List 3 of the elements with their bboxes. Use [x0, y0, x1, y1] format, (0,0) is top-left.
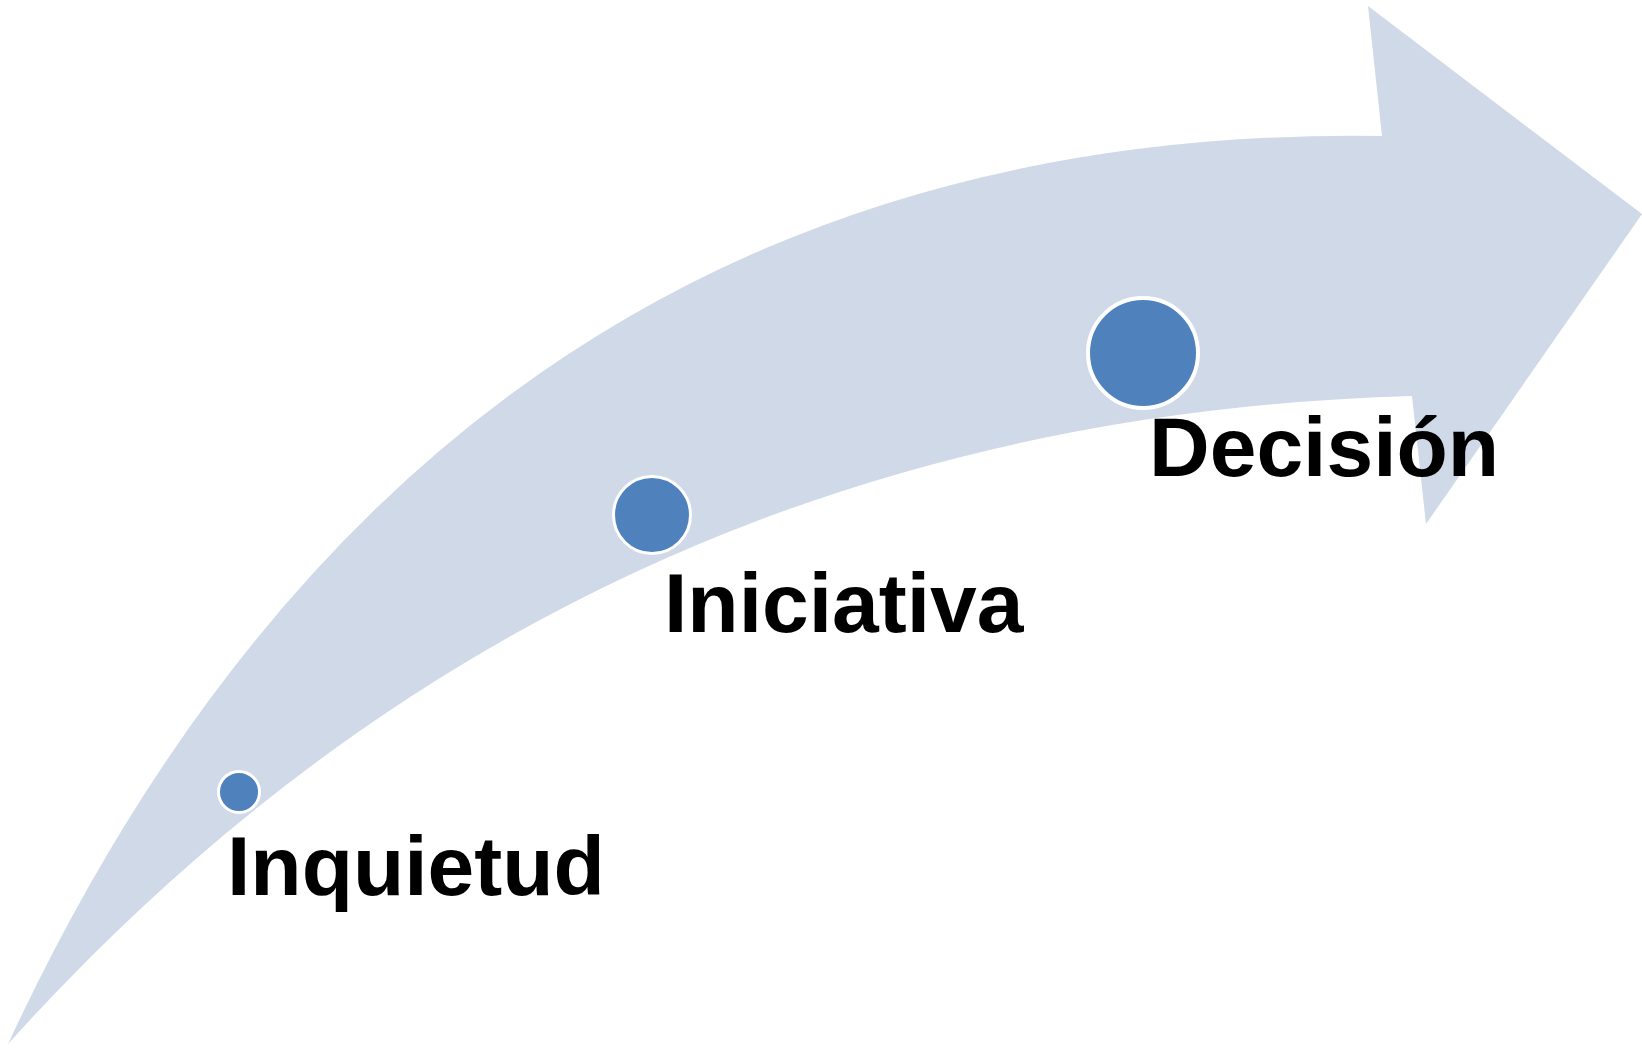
stage-label: Inquietud — [227, 820, 605, 913]
stage-label: Decisión — [1149, 401, 1500, 494]
stage-label: Iniciativa — [664, 557, 1024, 650]
